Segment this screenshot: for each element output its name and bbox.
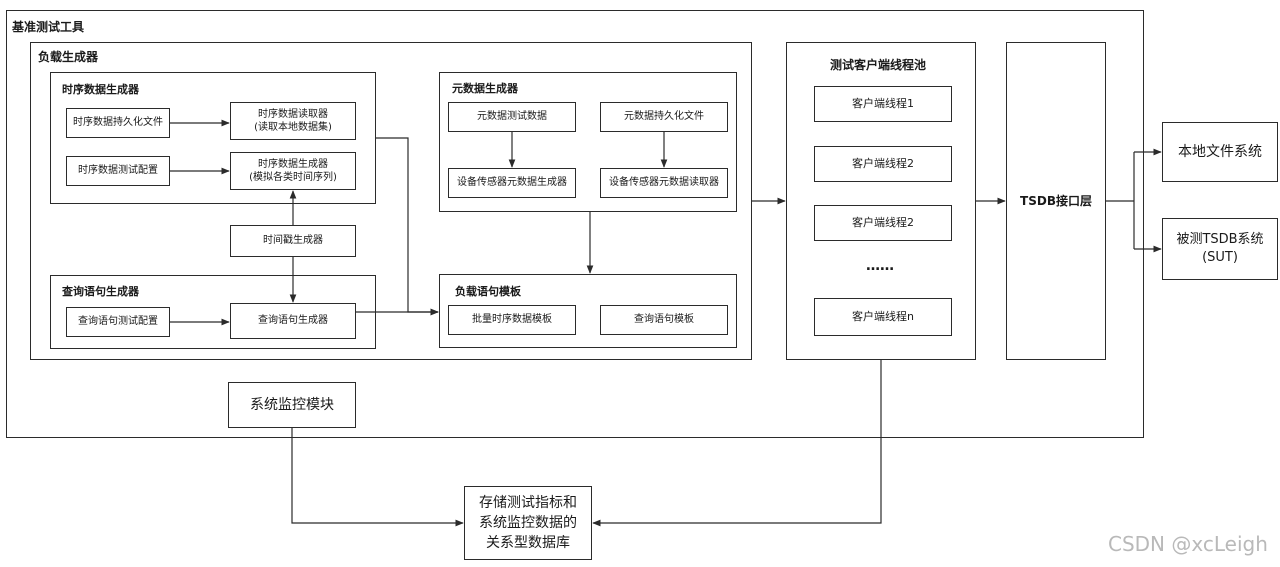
ts-generator-node: 时序数据生成器 (模拟各类时间序列) xyxy=(230,152,356,190)
arrow-monitor-to-db xyxy=(291,428,464,527)
metrics-database-node: 存储测试指标和 系统监控数据的 关系型数据库 xyxy=(464,486,592,560)
local-filesystem-node: 本地文件系统 xyxy=(1162,122,1278,182)
query-generator-title: 查询语句生成器 xyxy=(62,285,139,298)
metadata-generator-title: 元数据生成器 xyxy=(452,82,518,95)
client-pool-title: 测试客户端线程池 xyxy=(830,58,927,72)
batch-template-node: 批量时序数据模板 xyxy=(448,305,576,335)
timestamp-generator-node: 时间戳生成器 xyxy=(230,225,356,257)
arrow-ts-to-template xyxy=(376,137,439,316)
sensor-meta-generator-node: 设备传感器元数据生成器 xyxy=(448,168,576,198)
load-generator-title: 负载生成器 xyxy=(38,50,99,64)
query-template-node: 查询语句模板 xyxy=(600,305,728,335)
ts-test-config-node: 时序数据测试配置 xyxy=(66,156,170,186)
query-generator-node: 查询语句生成器 xyxy=(230,303,356,339)
query-test-config-node: 查询语句测试配置 xyxy=(66,307,170,337)
client-thread-node: 客户端线程2 xyxy=(814,146,952,182)
client-thread-node: 客户端线程2 xyxy=(814,205,952,241)
sut-node: 被测TSDB系统 (SUT) xyxy=(1162,218,1278,280)
load-template-title: 负载语句模板 xyxy=(455,285,521,298)
meta-persist-file-node: 元数据持久化文件 xyxy=(600,102,728,132)
system-monitor-node: 系统监控模块 xyxy=(228,382,356,428)
benchmark-tool-title: 基准测试工具 xyxy=(12,20,85,34)
arrow-pool-to-db xyxy=(592,360,882,527)
tsdb-interface-node: TSDB接口层 xyxy=(1006,42,1106,360)
client-thread-node: 客户端线程1 xyxy=(814,86,952,122)
client-ellipsis: …… xyxy=(866,258,894,274)
sensor-meta-reader-node: 设备传感器元数据读取器 xyxy=(600,168,728,198)
ts-persist-file-node: 时序数据持久化文件 xyxy=(66,108,170,138)
meta-test-data-node: 元数据测试数据 xyxy=(448,102,576,132)
client-thread-last-node: 客户端线程n xyxy=(814,298,952,336)
ts-generator-title: 时序数据生成器 xyxy=(62,83,139,96)
watermark: CSDN @xcLeigh xyxy=(1108,532,1268,556)
ts-reader-node: 时序数据读取器 (读取本地数据集) xyxy=(230,102,356,140)
